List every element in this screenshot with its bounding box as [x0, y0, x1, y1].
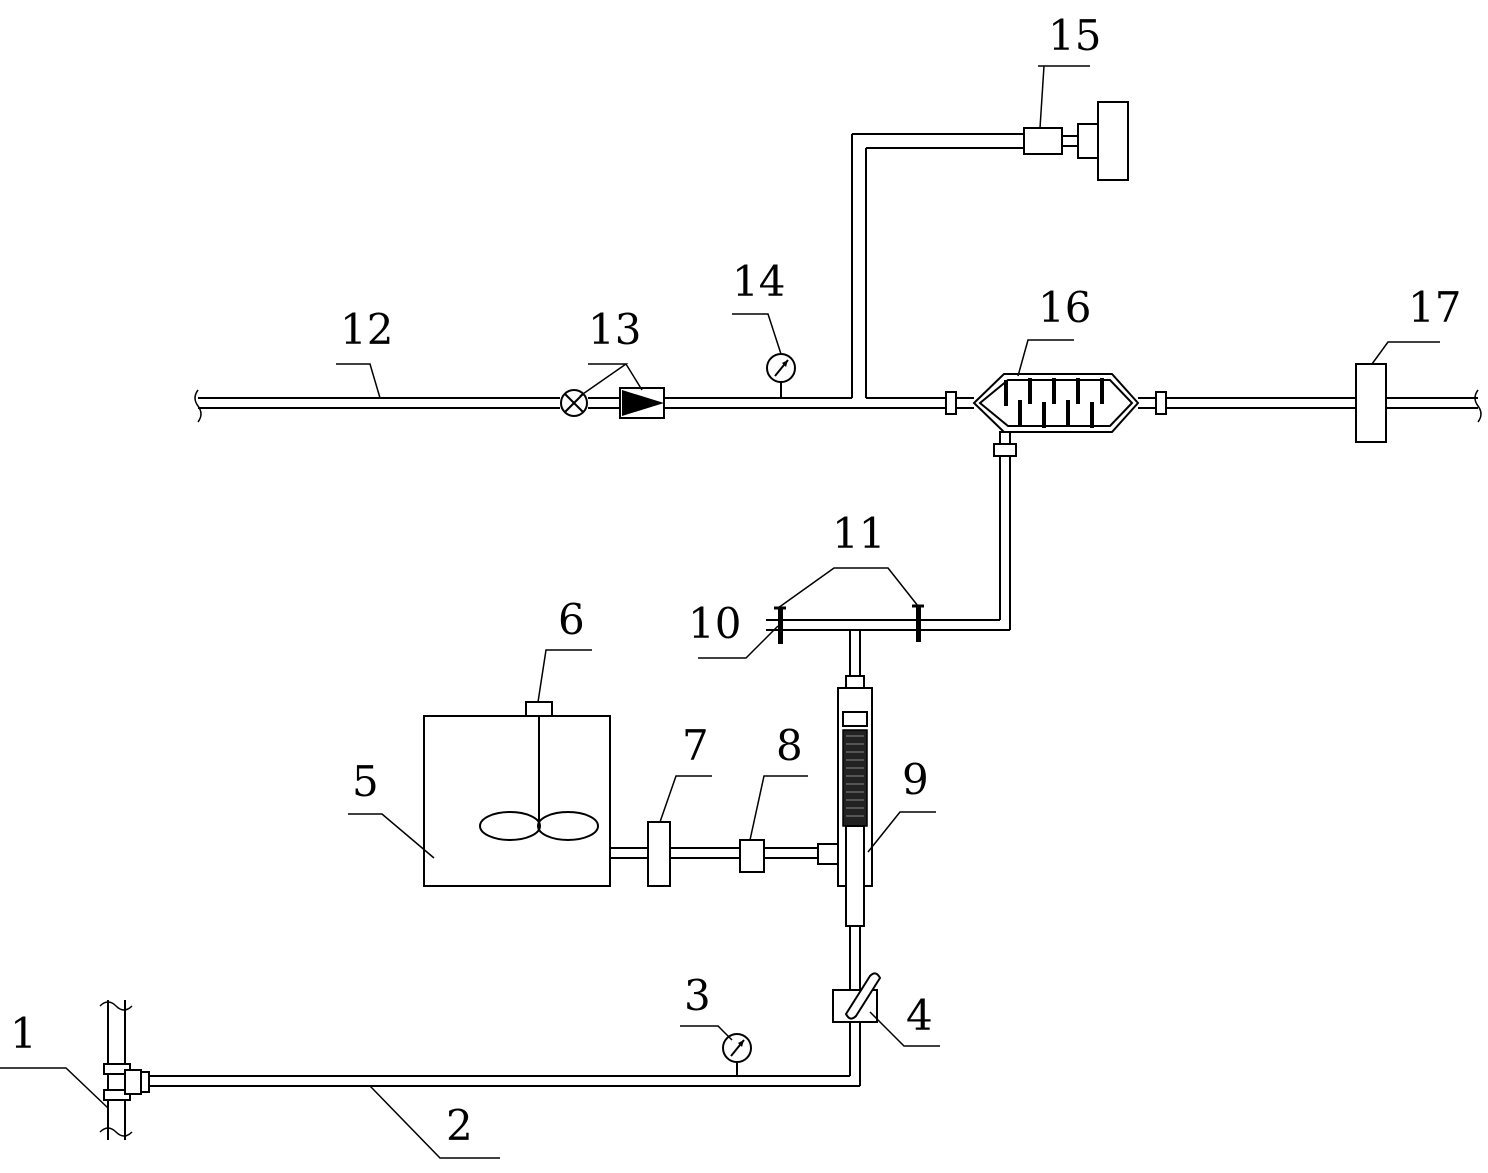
label-10: 10 — [688, 599, 741, 648]
dosing-line — [610, 822, 818, 886]
label-11: 11 — [832, 509, 885, 558]
label-6: 6 — [558, 595, 585, 644]
label-16: 16 — [1038, 283, 1091, 332]
part-labels: 1 2 3 4 5 6 7 8 9 10 11 12 13 14 15 16 1… — [10, 11, 1461, 1150]
label-8: 8 — [776, 721, 803, 770]
column-device-9 — [818, 630, 872, 932]
label-13: 13 — [588, 305, 641, 354]
nozzle-left — [774, 608, 786, 644]
riser-15 — [852, 102, 1128, 398]
static-mixer-16 — [946, 374, 1166, 432]
mixing-tank — [424, 702, 610, 886]
label-1: 1 — [10, 1009, 37, 1058]
valve-4 — [833, 930, 880, 1022]
device-17 — [1356, 364, 1386, 442]
check-valve-13 — [620, 388, 664, 418]
pressure-gauge-14 — [767, 354, 795, 398]
label-5: 5 — [352, 757, 379, 806]
branch-pipe — [149, 1022, 860, 1086]
label-4: 4 — [906, 991, 933, 1040]
label-3: 3 — [684, 971, 711, 1020]
label-14: 14 — [732, 257, 785, 306]
label-12: 12 — [340, 305, 393, 354]
main-line-12 — [195, 390, 1481, 422]
pressure-gauge-3 — [723, 1034, 751, 1076]
label-2: 2 — [446, 1101, 473, 1150]
label-7: 7 — [682, 721, 709, 770]
nozzle-right — [912, 606, 924, 642]
label-9: 9 — [902, 755, 929, 804]
label-15: 15 — [1048, 11, 1101, 60]
distribution-pipe-10 — [766, 432, 1016, 630]
main-supply-pipe — [100, 1000, 149, 1140]
label-17: 17 — [1408, 283, 1461, 332]
